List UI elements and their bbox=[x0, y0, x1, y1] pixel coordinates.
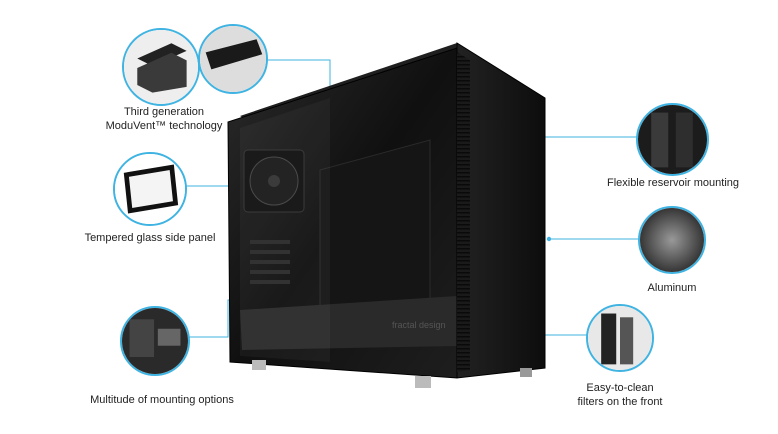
callout-filters bbox=[586, 304, 654, 372]
callout-moduvent-panel bbox=[198, 24, 268, 94]
case-foot bbox=[252, 360, 266, 370]
expansion-slots bbox=[250, 240, 290, 284]
callout-moduvent-top bbox=[122, 28, 200, 106]
callout-glass-panel bbox=[113, 152, 187, 226]
callout-aluminum bbox=[638, 206, 706, 274]
label-mounting: Multitude of mounting options bbox=[90, 394, 234, 406]
connector-moduvent bbox=[264, 59, 331, 96]
case-foot bbox=[520, 368, 532, 377]
label-reservoir: Flexible reservoir mounting bbox=[606, 177, 740, 189]
motherboard-tray bbox=[319, 139, 431, 311]
psu-shroud bbox=[240, 296, 457, 350]
callout-reservoir bbox=[636, 103, 709, 176]
front-panel bbox=[456, 42, 546, 379]
case-logo: fractal design bbox=[392, 320, 446, 330]
front-vents bbox=[457, 52, 470, 372]
label-glass-panel: Tempered glass side panel bbox=[84, 232, 216, 244]
callout-mounting bbox=[120, 306, 190, 376]
connector-dot bbox=[546, 236, 552, 242]
label-aluminum: Aluminum bbox=[647, 282, 697, 294]
case-foot bbox=[415, 376, 431, 388]
